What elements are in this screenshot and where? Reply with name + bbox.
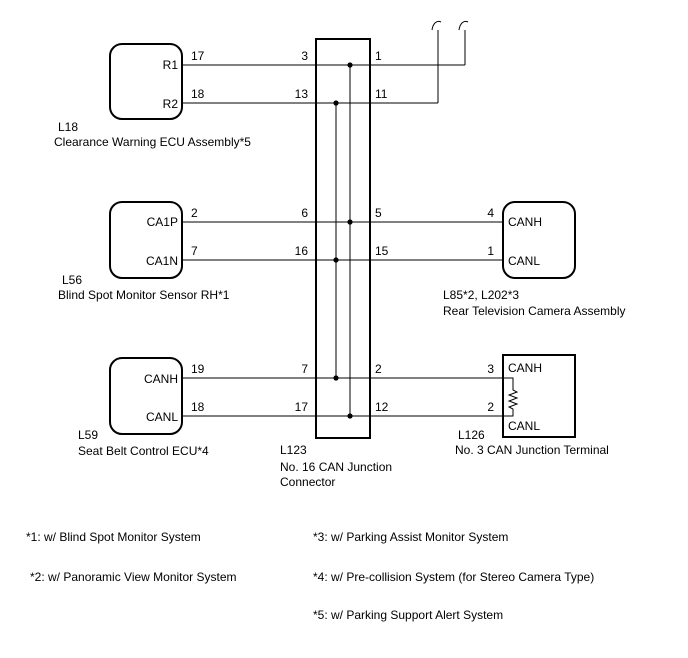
splice-dot: [333, 375, 339, 381]
l123-left-pin: 7: [301, 362, 308, 376]
l18-name: Clearance Warning ECU Assembly*5: [54, 135, 251, 149]
l18-code: L18: [58, 120, 78, 134]
pin-label: CANH: [508, 361, 542, 375]
l56-name: Blind Spot Monitor Sensor RH*1: [58, 288, 230, 302]
footnote: *1: w/ Blind Spot Monitor System: [26, 530, 201, 544]
component-l85: CANH CANL 4 1 L85*2, L202*3 Rear Televis…: [443, 201, 626, 318]
pin-number: 3: [487, 362, 494, 376]
component-l18: R1 R2 17 18 L18 Clearance Warning ECU As…: [54, 43, 251, 149]
splice-dot: [333, 257, 339, 263]
l123-right-pin: 15: [375, 244, 389, 258]
l56-code: L56: [62, 273, 82, 287]
l56-box: [109, 201, 183, 279]
l123-left-pin: 3: [301, 49, 308, 63]
pin-number: 17: [191, 49, 205, 63]
l126-box: [502, 354, 576, 438]
pin-label: R2: [163, 97, 179, 111]
pin-label: CANH: [144, 372, 178, 386]
pin-number: 4: [487, 206, 494, 220]
component-l126: CANH CANL 3 2 L126 No. 3 CAN Junction Te…: [455, 354, 609, 457]
l59-name: Seat Belt Control ECU*4: [78, 444, 209, 458]
l123-right-pin: 12: [375, 400, 389, 414]
l123-left-pin: 16: [295, 244, 309, 258]
pin-number: 19: [191, 362, 205, 376]
splice-dot: [333, 100, 339, 106]
l123-right-pin: 2: [375, 362, 382, 376]
pin-label: CANH: [508, 215, 542, 229]
pin-number: 18: [191, 87, 205, 101]
junction-connector-l123: 3 13 6 16 7 17 1 11 5 15 2 12 L123 No. 1…: [280, 38, 392, 489]
l126-name: No. 3 CAN Junction Terminal: [455, 443, 609, 457]
pin-number: 1: [487, 244, 494, 258]
component-l59: CANH CANL 19 18 L59 Seat Belt Control EC…: [78, 357, 209, 458]
footnote: *3: w/ Parking Assist Monitor System: [313, 530, 508, 544]
open-end-mark-1: [431, 20, 442, 31]
footnotes: *1: w/ Blind Spot Monitor System *2: w/ …: [26, 530, 594, 622]
footnote: *5: w/ Parking Support Alert System: [313, 608, 503, 622]
l123-name: No. 16 CAN Junction: [280, 460, 392, 474]
l123-left-pin: 13: [295, 87, 309, 101]
pin-number: 2: [191, 206, 198, 220]
pin-label: CA1N: [146, 254, 178, 268]
l59-code: L59: [78, 428, 98, 442]
l85-name: Rear Television Camera Assembly: [443, 304, 626, 318]
l123-right-pin: 1: [375, 49, 382, 63]
l85-code: L85*2, L202*3: [443, 288, 519, 302]
wires: [182, 20, 503, 417]
l85-box: [502, 201, 576, 279]
l123-left-pin: 6: [301, 206, 308, 220]
splice-dot: [347, 219, 353, 225]
l123-name-cont: Connector: [280, 475, 335, 489]
l126-code: L126: [458, 428, 485, 442]
pin-label: CANL: [508, 419, 540, 433]
pin-number: 2: [487, 400, 494, 414]
footnote: *4: w/ Pre-collision System (for Stereo …: [313, 570, 594, 584]
pin-label: CA1P: [147, 215, 178, 229]
pin-number: 7: [191, 244, 198, 258]
splice-dot: [347, 62, 353, 68]
junction-connector-body: [315, 38, 371, 439]
termination-resistor-symbol: [503, 377, 519, 417]
l123-right-pin: 5: [375, 206, 382, 220]
pin-label: CANL: [508, 254, 540, 268]
l18-box: [109, 43, 183, 120]
l123-left-pin: 17: [295, 400, 309, 414]
l123-code: L123: [280, 443, 307, 457]
component-l56: CA1P CA1N 2 7 L56 Blind Spot Monitor Sen…: [58, 201, 230, 302]
l123-right-pin: 11: [375, 87, 388, 101]
open-end-mark-2: [458, 20, 469, 31]
footnote: *2: w/ Panoramic View Monitor System: [30, 570, 237, 584]
l59-box: [109, 357, 183, 435]
pin-label: CANL: [146, 410, 178, 424]
splice-dot: [347, 413, 353, 419]
pin-number: 18: [191, 400, 205, 414]
pin-label: R1: [163, 58, 179, 72]
